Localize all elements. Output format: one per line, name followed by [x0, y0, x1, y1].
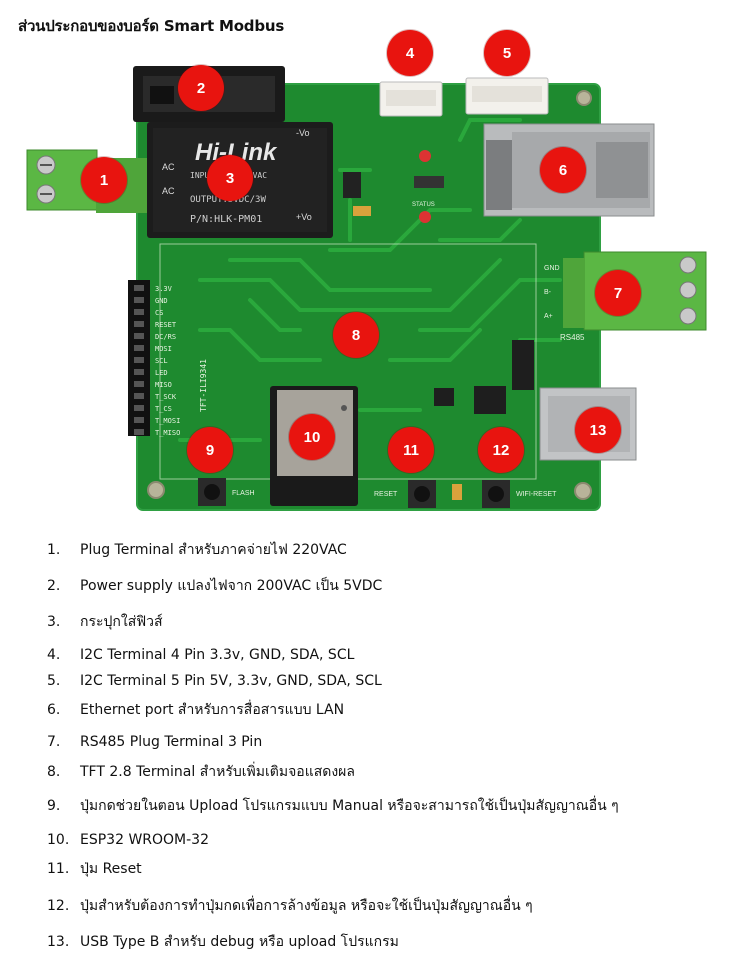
tft-pin: GND — [155, 297, 168, 305]
rs485-pin-gnd: GND — [544, 265, 560, 272]
marker-10: 10 — [289, 414, 335, 460]
tft-pin: T_MOSI — [155, 417, 180, 425]
psu-model: P/N:HLK-PM01 — [190, 214, 262, 225]
tft-pin: 3.3V — [155, 285, 173, 293]
tft-pin: DC/RS — [155, 333, 176, 341]
marker-4: 4 — [387, 30, 433, 76]
marker-13: 13 — [575, 407, 621, 453]
board-illustration: Hi-Link INPUT:100-240VAC OUTPUT:5VDC/3W … — [0, 0, 737, 530]
marker-3: 3 — [207, 155, 253, 201]
legend-item: 6.Ethernet port สำหรับการสื่อสารแบบ LAN — [0, 698, 737, 722]
legend-item: 2.Power supply แปลงไฟจาก 200VAC เป็น 5VD… — [0, 574, 737, 598]
vo-minus-label: -Vo — [296, 128, 310, 138]
tft-pin: T_MISO — [155, 429, 180, 437]
legend-item: 4.I2C Terminal 4 Pin 3.3v, GND, SDA, SCL — [0, 643, 737, 667]
tft-pin: SCL — [155, 357, 168, 365]
ac-label-1: AC — [162, 162, 175, 172]
tft-pin: RESET — [155, 321, 177, 329]
marker-9: 9 — [187, 427, 233, 473]
marker-5: 5 — [484, 30, 530, 76]
marker-2: 2 — [178, 65, 224, 111]
legend-item: 13.USB Type B สำหรับ debug หรือ upload โ… — [0, 930, 737, 954]
i2c-5pin-connector — [466, 78, 548, 114]
legend-item: 7.RS485 Plug Terminal 3 Pin — [0, 730, 737, 754]
wifi-reset-label: WIFI-RESET — [516, 491, 557, 498]
legend-item: 12.ปุ่มสำหรับต้องการทำปุ่มกดเพื่อการล้าง… — [0, 894, 737, 918]
tft-pin: T_SCK — [155, 393, 177, 401]
tft-pin: MOSI — [155, 345, 172, 353]
tft-pin: MISO — [155, 381, 172, 389]
board-photo: Hi-Link INPUT:100-240VAC OUTPUT:5VDC/3W … — [0, 0, 737, 530]
rs485-label: RS485 — [560, 333, 585, 342]
legend-item: 9.ปุ่มกดช่วยในตอน Upload โปรแกรมแบบ Manu… — [0, 794, 737, 818]
i2c-4pin-connector — [380, 82, 442, 116]
vo-plus-label: +Vo — [296, 212, 312, 222]
marker-6: 6 — [540, 147, 586, 193]
legend-item: 5.I2C Terminal 5 Pin 5V, 3.3v, GND, SDA,… — [0, 669, 737, 693]
tft-header-label: TFT-ILI9341 — [199, 359, 208, 412]
reset-label: RESET — [374, 491, 398, 498]
tft-pin: LED — [155, 369, 168, 377]
marker-11: 11 — [388, 427, 434, 473]
rs485-pin-b: B- — [544, 289, 552, 296]
legend-item: 8.TFT 2.8 Terminal สำหรับเพิ่มเติมจอแสดง… — [0, 760, 737, 784]
legend-item: 1.Plug Terminal สำหรับภาคจ่ายไฟ 220VAC — [0, 538, 737, 562]
ac-label-2: AC — [162, 186, 175, 196]
tft-pin: CS — [155, 309, 163, 317]
legend-item: 10.ESP32 WROOM-32 — [0, 828, 737, 852]
rs485-pin-a: A+ — [544, 313, 553, 320]
flash-label: FLASH — [232, 490, 255, 497]
marker-8: 8 — [333, 312, 379, 358]
marker-1: 1 — [81, 157, 127, 203]
legend-item: 3.กระปุกใส่ฟิวส์ — [0, 610, 737, 634]
status-label: STATUS — [412, 202, 435, 208]
marker-7: 7 — [595, 270, 641, 316]
legend-item: 11.ปุ่ม Reset — [0, 857, 737, 881]
tft-pin: T_CS — [155, 405, 172, 413]
marker-12: 12 — [478, 427, 524, 473]
